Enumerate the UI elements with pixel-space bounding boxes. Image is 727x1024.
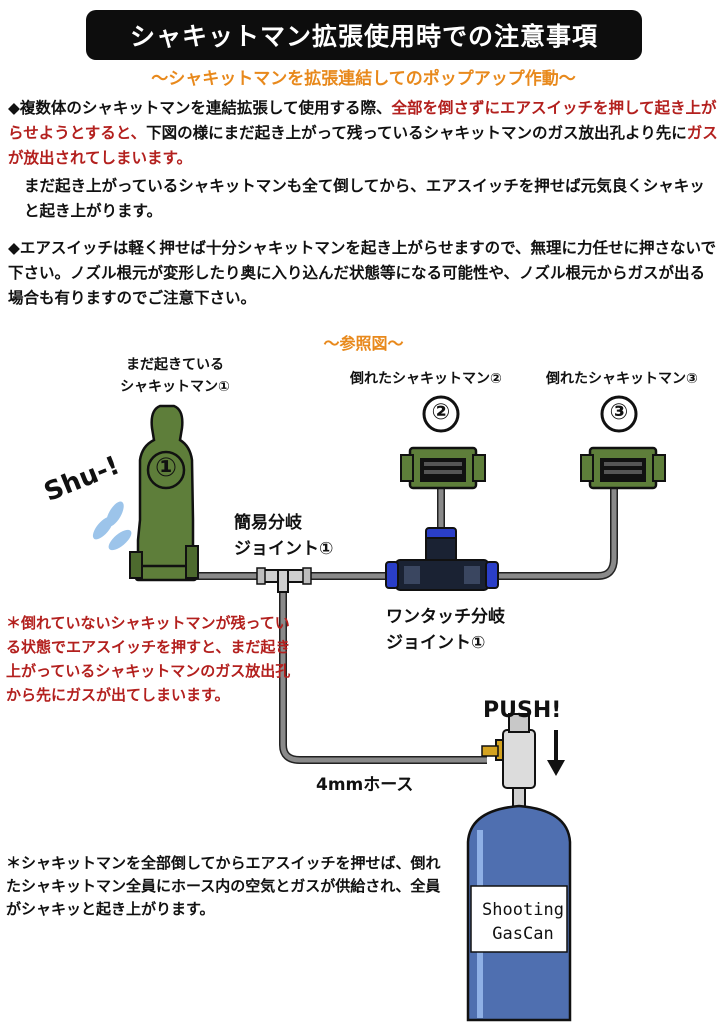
hose-label: 4mmホース [316, 775, 414, 795]
notice-2-bullet: ◆ [8, 239, 20, 257]
fallen-shakitman-3 [580, 395, 666, 490]
fallen-2-number: ② [431, 400, 451, 425]
gas-spray-icon [92, 501, 132, 551]
simple-joint-label-line-1: 簡易分岐 [234, 513, 302, 533]
notice-1: ◆複数体のシャキットマンを連結拡張して使用する際、全部を倒さずにエアスイッチを押… [8, 96, 720, 171]
standing-label-line-2: シャキットマン① [120, 379, 230, 395]
notice-1-pre: 複数体のシャキットマンを連結拡張して使用する際、 [19, 99, 392, 117]
notice-1-follow: まだ起き上がっているシャキットマンも全て倒してから、エアスイッチを押せば元気良く… [24, 177, 705, 220]
can-label-line-1: Shooting [482, 900, 564, 920]
gas-can [466, 713, 572, 1022]
fallen-shakitman-2 [400, 395, 486, 490]
notice-1-mid: 下図の様にまだ起き上がって残っているシャキットマンのガス放出孔より先に [146, 124, 687, 142]
standing-shakitman-1 [129, 404, 199, 582]
push-label: PUSH! [483, 698, 562, 723]
simple-branch-joint [256, 567, 312, 593]
bottom-note: ＊シャキットマンを全部倒してからエアスイッチを押せば、倒れたシャキットマン全員に… [6, 854, 441, 918]
onetouch-joint-label-line-1: ワンタッチ分岐 [386, 607, 505, 627]
one-touch-branch-joint [385, 527, 499, 591]
onetouch-joint-label-line-2: ジョイント① [386, 633, 486, 653]
warning-note: ＊倒れていないシャキットマンが残っている状態でエアスイッチを押すと、まだ起き上が… [6, 614, 291, 704]
fallen-3-label: 倒れたシャキットマン③ [546, 371, 698, 387]
diagram-title: 〜参照図〜 [323, 334, 404, 353]
notice-1-red-1: 全部を倒さずにエアスイッチを押して起き上がらせようとすると、 [8, 99, 717, 142]
simple-joint-label: 簡易分岐 ジョイント① [234, 510, 333, 562]
onetouch-joint-label: ワンタッチ分岐 ジョイント① [386, 604, 505, 656]
push-arrow-icon [547, 730, 565, 776]
fallen-2-label: 倒れたシャキットマン② [350, 371, 502, 387]
page-subtitle: 〜シャキットマンを拡張連結してのポップアップ作動〜 [151, 69, 576, 89]
notice-1-bullet: ◆ [8, 99, 20, 117]
notice-2: ◆エアスイッチは軽く押せば十分シャキットマンを起き上がらせますので、無理に力任せ… [8, 236, 720, 311]
notice-2-text: エアスイッチは軽く押せば十分シャキットマンを起き上がらせますので、無理に力任せに… [8, 239, 717, 307]
notice-1-red-2: ガスが放出されてしまいます。 [8, 124, 718, 167]
can-label-line-2: GasCan [492, 924, 554, 944]
page-title: シャキットマン拡張使用時での注意事項 [86, 10, 642, 60]
fallen-3-number: ③ [609, 400, 629, 425]
can-label: Shooting GasCan [468, 898, 578, 946]
simple-joint-label-line-2: ジョイント① [234, 539, 334, 559]
standing-label: まだ起きている シャキットマン① [100, 354, 250, 398]
standing-number: ① [154, 453, 177, 483]
standing-label-line-1: まだ起きている [126, 357, 224, 373]
